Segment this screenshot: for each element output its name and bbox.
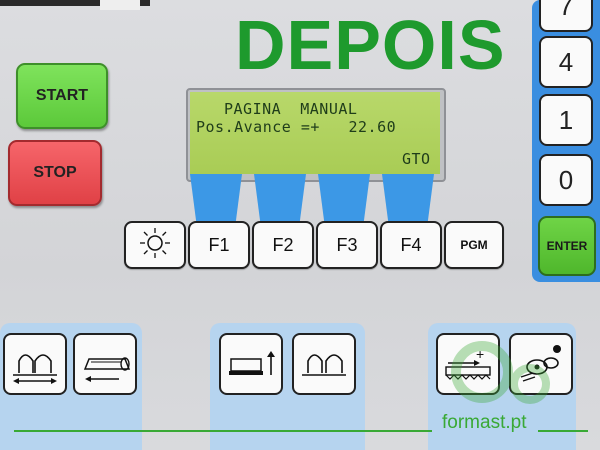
top-edge-label <box>100 0 140 10</box>
saw-feed-plus-button[interactable]: + <box>436 333 500 395</box>
blade-raise-icon <box>221 351 281 397</box>
f4-button[interactable]: F4 <box>380 221 442 269</box>
brand-rule-left <box>14 430 432 432</box>
lcd-line-title: PAGINA MANUAL <box>224 100 358 118</box>
f3-button[interactable]: F3 <box>316 221 378 269</box>
numpad-key-1[interactable]: 1 <box>539 94 593 146</box>
lcd-line-position: Pos.Avance =+ 22.60 <box>196 118 397 136</box>
feed-roller-button[interactable] <box>73 333 137 395</box>
blade-raise-button[interactable] <box>219 333 283 395</box>
clamp-open-button[interactable] <box>292 333 356 395</box>
f3-indicator-tab <box>318 174 370 222</box>
coolant-icon <box>511 345 571 397</box>
stop-button[interactable]: STOP <box>8 140 102 206</box>
brightness-button[interactable] <box>124 221 186 269</box>
top-edge-strip <box>0 0 150 6</box>
f1-indicator-tab <box>190 174 242 222</box>
start-button[interactable]: START <box>16 63 108 129</box>
feed-roller-icon <box>75 357 135 397</box>
svg-text:+: + <box>476 346 484 362</box>
brightness-icon <box>138 226 172 265</box>
clamp-move-button[interactable] <box>3 333 67 395</box>
numpad-key-7[interactable]: 7 <box>539 0 593 32</box>
pgm-button[interactable]: PGM <box>444 221 504 269</box>
brand-text: formast.pt <box>442 412 527 433</box>
f2-button[interactable]: F2 <box>252 221 314 269</box>
overlay-title: DEPOIS <box>235 6 506 84</box>
f4-indicator-tab <box>382 174 434 222</box>
f1-button[interactable]: F1 <box>188 221 250 269</box>
brand-rule-right <box>538 430 588 432</box>
clamp-move-icon <box>5 354 65 397</box>
numpad-key-0[interactable]: 0 <box>539 154 593 206</box>
numpad-key-4[interactable]: 4 <box>539 36 593 88</box>
saw-feed-plus-icon: + <box>438 346 498 397</box>
lcd-display: PAGINA MANUAL Pos.Avance =+ 22.60 GTO <box>190 92 440 174</box>
clamp-open-icon <box>294 354 354 397</box>
enter-button[interactable]: ENTER <box>538 216 596 276</box>
brand-gear-logo <box>432 330 572 435</box>
lcd-line-softkey: GTO <box>402 150 431 168</box>
coolant-button[interactable] <box>509 333 573 395</box>
f2-indicator-tab <box>254 174 306 222</box>
